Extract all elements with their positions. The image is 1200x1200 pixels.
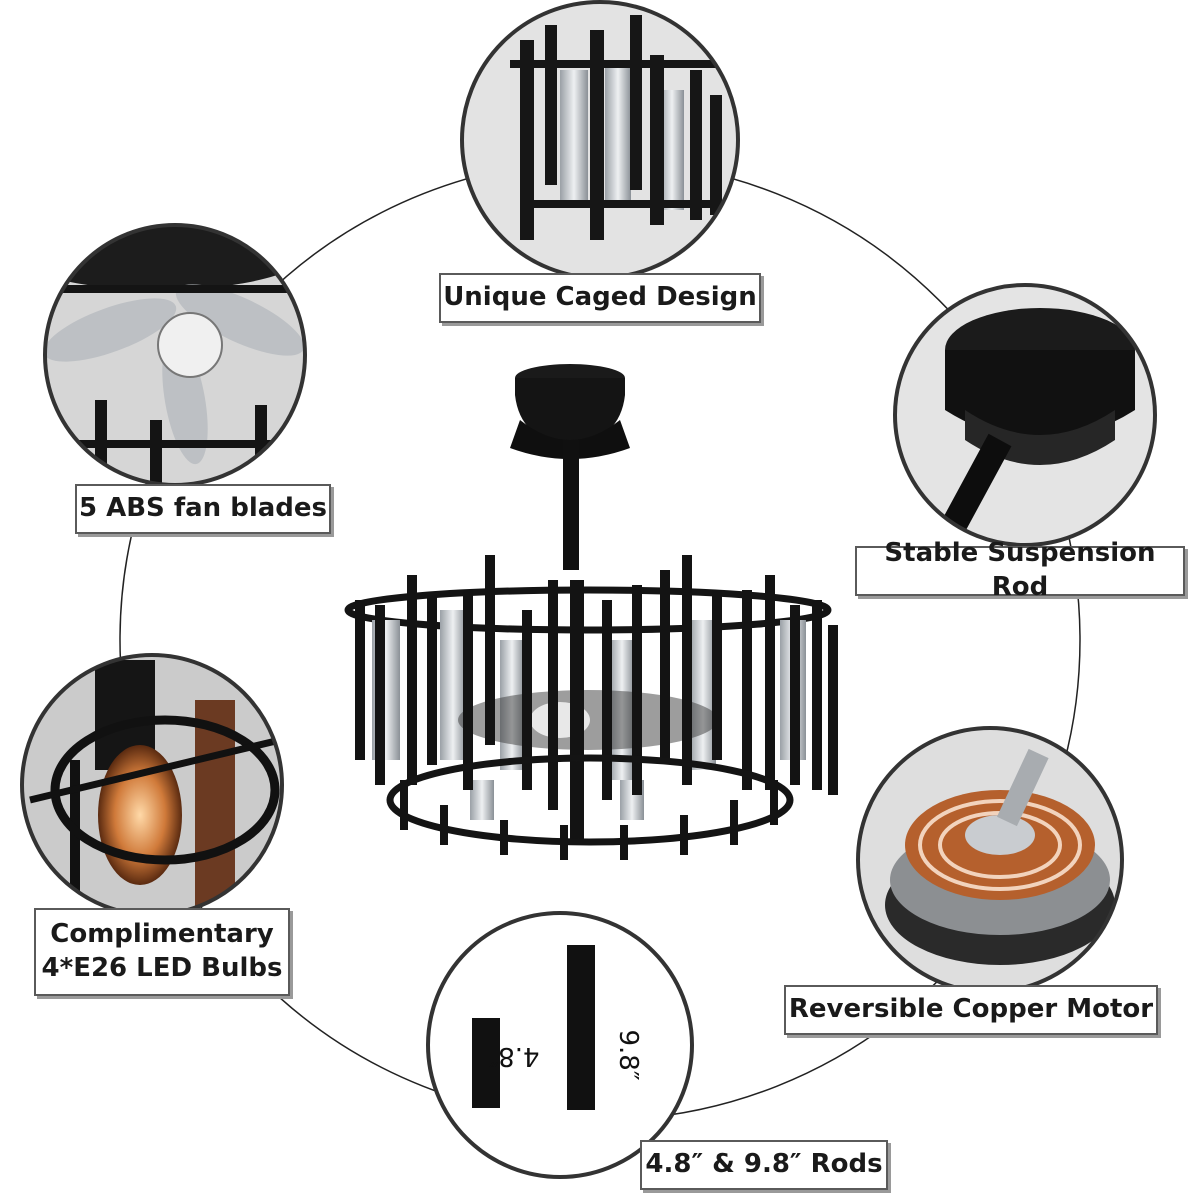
long-rod xyxy=(567,945,595,1110)
short-rod-length: 4.8″ xyxy=(488,1041,539,1071)
label-rods: 4.8″ & 9.8″ Rods xyxy=(640,1140,888,1190)
label-led-bulbs-line2: 4*E26 LED Bulbs xyxy=(41,953,283,983)
label-caged-design: Unique Caged Design xyxy=(439,273,761,323)
label-fan-blades: 5 ABS fan blades xyxy=(75,484,331,534)
fan-blades-circle xyxy=(43,223,307,487)
label-led-bulbs-line1: Complimentary xyxy=(50,919,274,950)
bulbs-circle xyxy=(20,653,284,917)
caged-design-circle xyxy=(460,0,740,280)
ceiling-fan-product xyxy=(344,364,838,860)
short-rod xyxy=(472,1018,500,1108)
rods-circle: 4.8″ 9.8″ xyxy=(426,911,694,1179)
copper-motor-circle xyxy=(856,726,1124,994)
suspension-rod-circle xyxy=(893,283,1157,547)
label-led-bulbs: Complimentary 4*E26 LED Bulbs xyxy=(34,908,290,996)
label-copper-motor: Reversible Copper Motor xyxy=(784,985,1158,1035)
label-suspension-rod: Stable Suspension Rod xyxy=(855,538,1185,602)
long-rod-length: 9.8″ xyxy=(613,1029,643,1080)
